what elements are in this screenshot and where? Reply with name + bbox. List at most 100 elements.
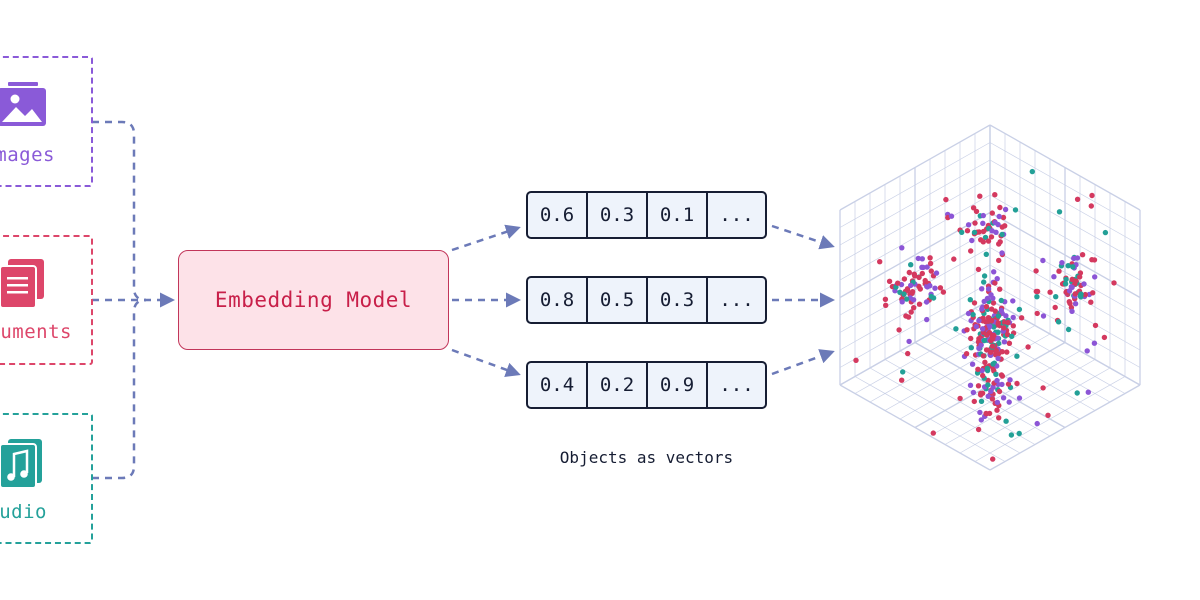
grid-line bbox=[839, 211, 991, 299]
vector-point bbox=[990, 456, 996, 462]
vector-point bbox=[1004, 331, 1011, 338]
vector-point bbox=[997, 286, 1003, 292]
vector-point bbox=[990, 295, 996, 301]
grid-line bbox=[839, 177, 991, 263]
grid-line bbox=[989, 384, 1141, 471]
vector-point bbox=[999, 231, 1005, 238]
vector-point bbox=[937, 285, 944, 291]
vector-point bbox=[980, 353, 987, 359]
vector-point bbox=[1010, 314, 1016, 321]
vector-point bbox=[989, 210, 995, 216]
vector-cell: 0.9 bbox=[648, 363, 708, 407]
vector-point bbox=[984, 365, 991, 372]
vector-point bbox=[996, 388, 1003, 395]
vector-point bbox=[1003, 418, 1009, 424]
vector-point bbox=[998, 297, 1004, 304]
vector-point bbox=[1077, 293, 1084, 299]
vector-point bbox=[994, 276, 1000, 282]
vector-point bbox=[899, 299, 905, 305]
vector-point bbox=[1085, 389, 1092, 395]
vector-point bbox=[1089, 257, 1095, 263]
vector-point bbox=[985, 393, 991, 399]
vector-point bbox=[1066, 299, 1073, 305]
vector-point bbox=[1034, 310, 1040, 317]
grid-line bbox=[989, 142, 1141, 228]
vector-point bbox=[993, 347, 999, 354]
vector-point bbox=[1008, 432, 1015, 438]
vector-cell: 0.3 bbox=[648, 278, 708, 322]
vector-point bbox=[919, 264, 925, 270]
vector-point bbox=[1052, 304, 1058, 311]
vector-cell: 0.8 bbox=[528, 278, 588, 322]
vector-point bbox=[1111, 280, 1117, 286]
vector-point bbox=[989, 228, 995, 234]
vector-point bbox=[994, 377, 1000, 384]
vector-point bbox=[886, 278, 893, 284]
grid-line bbox=[944, 359, 1096, 445]
vector-point bbox=[982, 359, 988, 365]
vector-point bbox=[970, 389, 977, 396]
vector-point bbox=[909, 289, 916, 295]
vector-point bbox=[1070, 264, 1076, 270]
vector-cell: 0.6 bbox=[528, 193, 588, 237]
vector-point bbox=[983, 411, 989, 417]
grid-line bbox=[989, 159, 1141, 246]
vector-point bbox=[853, 357, 859, 363]
vector-row: 0.4 0.2 0.9 ... bbox=[526, 361, 767, 409]
vector-point bbox=[927, 255, 933, 261]
image-icon bbox=[0, 82, 46, 126]
vector-point bbox=[1069, 308, 1075, 314]
vector-point bbox=[1088, 203, 1095, 209]
vector-point bbox=[1088, 299, 1094, 305]
vector-point bbox=[995, 320, 1001, 326]
vector-point bbox=[1077, 274, 1083, 280]
vector-point bbox=[976, 345, 982, 351]
vector-point bbox=[1016, 430, 1022, 437]
vector-point bbox=[901, 276, 908, 282]
vector-point bbox=[980, 318, 986, 324]
documents-icon bbox=[0, 259, 44, 309]
vector-point bbox=[896, 327, 902, 333]
vector-point bbox=[984, 295, 991, 302]
vector-point bbox=[989, 306, 995, 312]
vector-point bbox=[979, 367, 985, 374]
vector-cell: ... bbox=[719, 204, 754, 226]
vector-point bbox=[915, 255, 921, 262]
vector-point bbox=[994, 407, 1000, 413]
grid-line bbox=[839, 124, 991, 211]
vector-point bbox=[969, 237, 975, 244]
vector-point bbox=[987, 323, 993, 330]
grid-line bbox=[869, 367, 1021, 454]
vector-point bbox=[985, 286, 992, 292]
vector-point bbox=[1074, 390, 1080, 396]
vector-point bbox=[928, 268, 934, 274]
vector-point bbox=[900, 369, 906, 375]
vector-point bbox=[975, 426, 982, 433]
vector-cell: 0.1 bbox=[648, 193, 708, 237]
vector-point bbox=[1056, 209, 1063, 215]
vector-space-points bbox=[853, 168, 1117, 462]
vector-point bbox=[899, 377, 905, 383]
vector-point bbox=[1001, 339, 1008, 345]
vector-point bbox=[1056, 268, 1062, 274]
vector-point bbox=[979, 286, 985, 292]
vector-point bbox=[994, 399, 1001, 406]
connector-group bbox=[92, 120, 835, 480]
vector-point bbox=[1029, 168, 1036, 175]
vector-point bbox=[908, 309, 914, 315]
vector-point bbox=[977, 193, 983, 199]
vector-point bbox=[967, 382, 974, 388]
vector-cell: 0.4 bbox=[528, 363, 588, 407]
grid-line bbox=[974, 376, 1126, 462]
vector-point bbox=[923, 299, 930, 305]
vector-point bbox=[983, 347, 990, 353]
vector-point bbox=[992, 219, 998, 226]
vector-point bbox=[995, 329, 1001, 335]
documents-source-box: Documents bbox=[0, 235, 93, 365]
vector-point bbox=[995, 355, 1001, 362]
vector-point bbox=[982, 234, 989, 241]
vector-point bbox=[984, 332, 990, 338]
vector-point bbox=[928, 293, 934, 300]
vector-point bbox=[980, 239, 986, 245]
grid-line bbox=[884, 359, 1036, 445]
